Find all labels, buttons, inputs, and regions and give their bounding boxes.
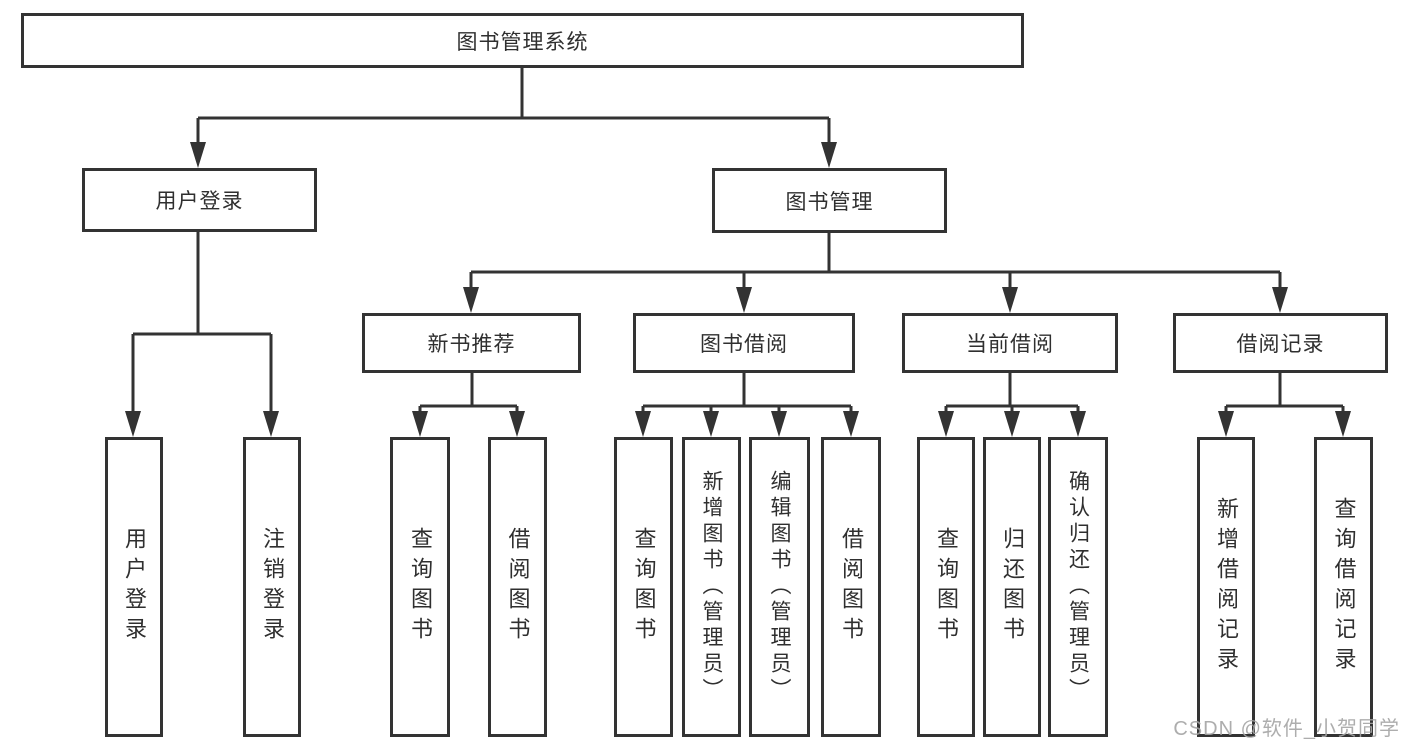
node-book-borrowing: 图书借阅 [633, 313, 855, 373]
leaf-record-query: 查询借阅记录 [1314, 437, 1373, 737]
leaf-newbook-query: 查询图书 [390, 437, 450, 737]
leaf-borrow-query-label: 查询图书 [631, 527, 657, 647]
leaf-borrow-borrow-label: 借阅图书 [839, 527, 864, 647]
node-current-borrowing: 当前借阅 [902, 313, 1118, 373]
node-user-login-label: 用户登录 [155, 190, 244, 213]
leaf-newbook-borrow: 借阅图书 [488, 437, 547, 737]
leaf-user-login-label: 用户登录 [122, 527, 147, 647]
node-current-borrowing-label: 当前借阅 [966, 333, 1054, 356]
node-borrowing-records-label: 借阅记录 [1236, 333, 1325, 356]
leaf-logout: 注销登录 [243, 437, 301, 737]
leaf-user-login: 用户登录 [105, 437, 163, 737]
leaf-borrow-add-admin: 新增图书（管理员） [682, 437, 741, 737]
leaf-current-confirm-admin: 确认归还（管理员） [1048, 437, 1108, 737]
node-new-book-recommend: 新书推荐 [362, 313, 581, 373]
node-new-book-recommend-label: 新书推荐 [427, 333, 516, 356]
leaf-newbook-borrow-label: 借阅图书 [505, 527, 531, 647]
leaf-current-confirm-admin-label: 确认归还（管理员） [1066, 470, 1090, 704]
node-book-management-label: 图书管理 [785, 190, 874, 214]
leaf-logout-label: 注销登录 [260, 527, 285, 647]
leaf-borrow-query: 查询图书 [614, 437, 673, 737]
leaf-borrow-edit-admin-label: 编辑图书（管理员） [768, 470, 791, 704]
leaf-borrow-add-admin-label: 新增图书（管理员） [700, 470, 723, 704]
leaf-borrow-edit-admin: 编辑图书（管理员） [749, 437, 810, 737]
leaf-current-query: 查询图书 [917, 437, 975, 737]
node-book-management: 图书管理 [712, 168, 947, 233]
node-user-login: 用户登录 [82, 168, 317, 232]
watermark: CSDN @软件_小贺同学 [1173, 718, 1400, 740]
leaf-current-return-label: 归还图书 [1000, 527, 1025, 647]
leaf-record-query-label: 查询借阅记录 [1331, 497, 1357, 677]
leaf-borrow-borrow: 借阅图书 [821, 437, 881, 737]
leaf-record-add: 新增借阅记录 [1197, 437, 1255, 737]
node-root: 图书管理系统 [21, 13, 1024, 68]
node-borrowing-records: 借阅记录 [1173, 313, 1388, 373]
leaf-record-add-label: 新增借阅记录 [1214, 497, 1239, 677]
node-root-label: 图书管理系统 [456, 30, 589, 54]
node-book-borrowing-label: 图书借阅 [700, 333, 788, 356]
leaf-current-query-label: 查询图书 [934, 527, 959, 647]
leaf-newbook-query-label: 查询图书 [408, 527, 433, 647]
leaf-current-return: 归还图书 [983, 437, 1041, 737]
